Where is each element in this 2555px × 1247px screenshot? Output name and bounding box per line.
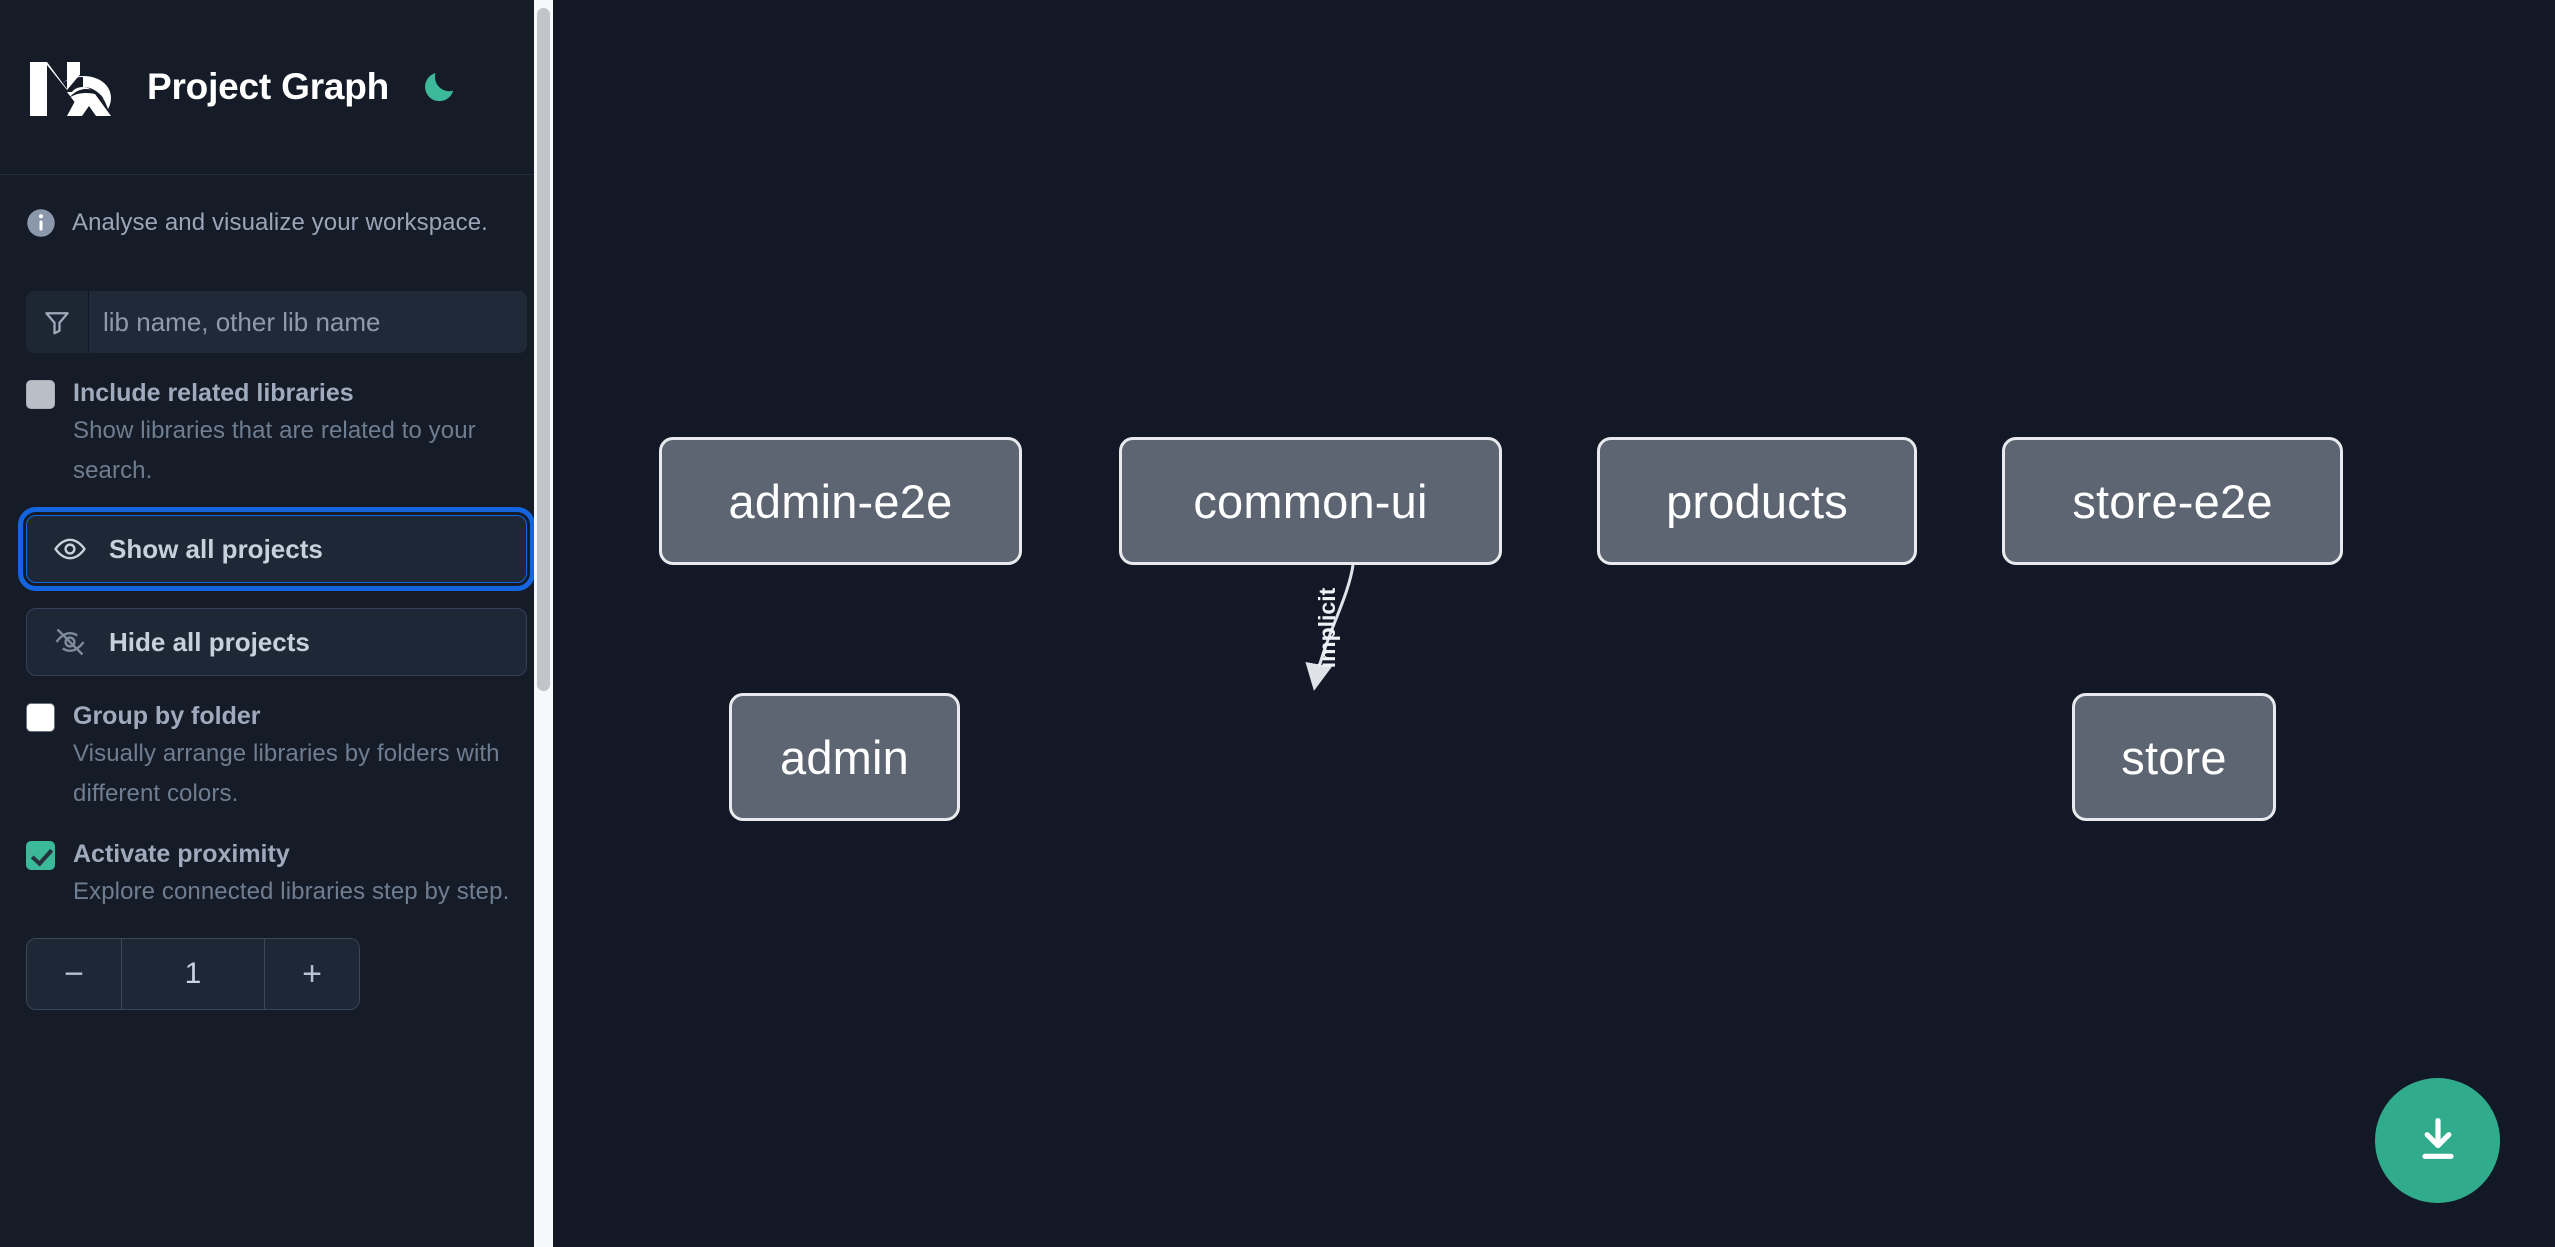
nx-logo-icon <box>26 56 118 118</box>
graph-node-label: admin-e2e <box>728 474 953 528</box>
option-activate-proximity[interactable]: Activate proximity Explore connected lib… <box>0 836 553 912</box>
option-include-related-libraries[interactable]: Include related libraries Show libraries… <box>0 375 553 491</box>
proximity-stepper: − 1 + <box>26 938 360 1010</box>
checkbox-include-related-libraries[interactable] <box>26 380 55 409</box>
graph-node-store[interactable]: store <box>2072 693 2276 821</box>
graph-node-common-ui[interactable]: common-ui <box>1119 437 1502 565</box>
graph-canvas[interactable]: implicit implicit admin-e2e common-ui prod… <box>553 0 2555 1247</box>
option-description: Show libraries that are related to your … <box>73 417 476 484</box>
option-description: Visually arrange libraries by folders wi… <box>73 740 500 807</box>
option-label: Activate proximity <box>73 840 290 868</box>
proximity-increment-button[interactable]: + <box>264 939 359 1009</box>
graph-node-label: products <box>1666 474 1848 528</box>
option-label: Include related libraries <box>73 379 354 407</box>
sidebar-scrollbar-track[interactable] <box>534 0 553 1247</box>
edge-label: implicit <box>1314 587 1340 668</box>
graph-edges: implicit implicit <box>1305 564 1355 691</box>
filter-icon <box>26 291 89 353</box>
moon-icon[interactable] <box>417 65 461 109</box>
eye-off-icon <box>53 625 87 659</box>
download-icon <box>2412 1113 2464 1168</box>
eye-icon <box>53 532 87 566</box>
hide-all-projects-button[interactable]: Hide all projects <box>26 608 527 676</box>
graph-node-admin[interactable]: admin <box>729 693 960 821</box>
graph-node-label: common-ui <box>1193 474 1428 528</box>
info-icon <box>26 208 56 238</box>
search-bar <box>26 291 527 353</box>
proximity-value: 1 <box>184 957 202 990</box>
option-group-by-folder[interactable]: Group by folder Visually arrange librari… <box>0 698 553 814</box>
show-all-projects-button[interactable]: Show all projects <box>18 507 535 591</box>
sidebar-scrollbar-thumb[interactable] <box>537 8 550 691</box>
show-all-projects-label: Show all projects <box>109 533 323 564</box>
graph-node-admin-e2e[interactable]: admin-e2e <box>659 437 1022 565</box>
graph-node-label: store-e2e <box>2072 474 2273 528</box>
option-label: Group by folder <box>73 702 261 730</box>
graph-node-store-e2e[interactable]: store-e2e <box>2002 437 2343 565</box>
sidebar: Project Graph Analyse and visualize your… <box>0 0 553 1247</box>
hide-all-projects-label: Hide all projects <box>109 626 310 657</box>
search-input[interactable] <box>89 291 527 353</box>
proximity-decrement-button[interactable]: − <box>27 939 122 1009</box>
page-title: Project Graph <box>147 66 390 107</box>
graph-node-label: admin <box>779 730 909 784</box>
workspace-description: Analyse and visualize your workspace. <box>0 175 553 270</box>
option-description: Explore connected libraries step by step… <box>73 878 510 905</box>
edge-admin-e2e-to-admin: implicit <box>1305 564 1355 691</box>
graph-node-products[interactable]: products <box>1597 437 1917 565</box>
sidebar-header: Project Graph <box>0 0 553 175</box>
download-graph-button[interactable] <box>2375 1078 2500 1203</box>
graph-node-label: store <box>2121 730 2227 784</box>
checkbox-group-by-folder[interactable] <box>26 703 55 732</box>
checkbox-activate-proximity[interactable] <box>26 841 55 870</box>
description-text: Analyse and visualize your workspace. <box>72 208 488 236</box>
